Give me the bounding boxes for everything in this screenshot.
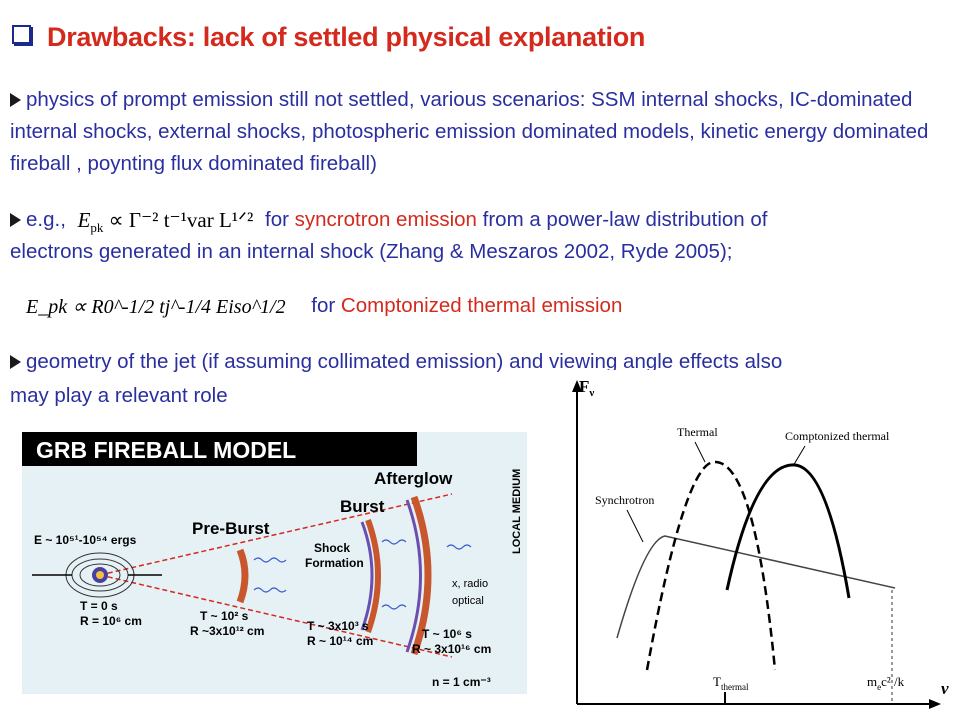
central-engine-core	[96, 571, 104, 579]
t1-label: T ~ 10² s	[200, 609, 249, 623]
bullet-comptonized: E_pk ∝ R0^-1/2 tj^-1/4 Eiso^1/2 for Comp…	[20, 290, 955, 323]
t0-label: T = 0 s	[80, 599, 118, 613]
synchrotron-highlight: syncrotron emission	[294, 208, 477, 231]
slide-heading: Drawbacks: lack of settled physical expl…	[12, 22, 952, 53]
mec2-label: mec² /k	[867, 674, 905, 692]
eq-lhs: E	[77, 208, 91, 232]
t2-label: T ~ 3x10³ s	[307, 619, 369, 633]
bullet2-line2: electrons generated in an internal shock…	[10, 240, 733, 263]
comptonized-label: Comptonized thermal	[785, 429, 890, 443]
bullet-geometry: geometry of the jet (if assuming collima…	[10, 346, 945, 378]
burst-shell-inner	[360, 521, 374, 631]
afterglow-label: Afterglow	[374, 469, 453, 488]
eg-text: e.g.,	[26, 208, 66, 231]
r2-label: R ~ 10¹⁴ cm	[307, 634, 373, 648]
spectrum-figure: Fν ν Thermal Comptonized thermal Synchro…	[565, 370, 960, 720]
for-text-2: for	[311, 294, 336, 317]
r3-label: R ~ 3x10¹⁶ cm	[412, 642, 491, 656]
emission-wave-5	[446, 544, 472, 550]
comptonized-pointer	[792, 445, 806, 467]
grb-fireball-figure: GRB FIREBALL MODEL Pre-Burst Burst After…	[22, 432, 527, 694]
fireball-title: GRB FIREBALL MODEL	[36, 437, 296, 463]
local-medium-label: LOCAL MEDIUM	[511, 469, 523, 554]
bullet1-text: physics of prompt emission still not set…	[10, 88, 929, 175]
bullet2-rest: from a power-law distribution of	[482, 208, 768, 231]
eq-lhs-sub: pk	[90, 220, 104, 236]
cone-lower-line	[99, 574, 453, 658]
arrow-bullet-icon	[10, 213, 21, 227]
spectrum-y-label: Fν	[579, 377, 594, 399]
afterglow-shell-inner	[405, 499, 422, 653]
pre-burst-label: Pre-Burst	[192, 519, 270, 538]
energy-label: E ~ 10⁵¹-10⁵⁴ ergs	[34, 533, 137, 547]
fireball-title-bar	[22, 432, 417, 466]
emission-wave-3	[381, 539, 407, 545]
t-thermal-main: T	[713, 674, 721, 689]
mec2-m: m	[867, 674, 877, 689]
burst-label: Burst	[340, 497, 385, 516]
arrow-bullet-icon	[10, 93, 21, 107]
emission-wave-1	[253, 557, 287, 563]
optical-label: optical	[452, 595, 484, 607]
thermal-label: Thermal	[677, 425, 718, 439]
r1-label: R ~3x10¹² cm	[190, 624, 264, 638]
cone-upper-line	[99, 493, 453, 576]
t-thermal-sub: thermal	[721, 682, 749, 692]
synchrotron-curve	[616, 535, 896, 639]
spectrum-background	[565, 370, 960, 720]
checkbox-bullet-icon	[12, 25, 31, 44]
equation-synchrotron: Epk ∝ Γ⁻² t⁻¹var L¹ᐟ²	[72, 204, 260, 244]
afterglow-shell	[410, 495, 432, 656]
y-axis-arrow-icon	[572, 380, 582, 392]
r0-label: R = 10⁶ cm	[80, 614, 142, 628]
x-axis-arrow-icon	[929, 699, 941, 709]
mec2-rest: c² /k	[881, 674, 905, 689]
bullet-prompt-emission: physics of prompt emission still not set…	[10, 84, 945, 180]
emission-wave-2	[253, 587, 287, 593]
bullet4-line2: may play a relevant role	[10, 384, 228, 407]
for-text: for	[265, 208, 289, 231]
emission-wave-4	[381, 604, 407, 610]
y-label-sub: ν	[588, 387, 594, 399]
bullet-synchrotron: e.g., Epk ∝ Γ⁻² t⁻¹var L¹ᐟ² for syncrotr…	[10, 204, 945, 244]
mec2-sub: e	[877, 682, 881, 692]
synchrotron-label: Synchrotron	[595, 493, 654, 507]
eq-rhs: ∝ Γ⁻² t⁻¹var L¹ᐟ²	[108, 208, 254, 232]
formation-label: Formation	[305, 556, 364, 570]
pre-burst-shell	[236, 548, 249, 604]
field-line-2	[79, 563, 121, 587]
thermal-curve	[645, 460, 777, 671]
density-label: n = 1 cm⁻³	[432, 675, 491, 689]
equation-comptonized: E_pk ∝ R0^-1/2 tj^-1/4 Eiso^1/2	[26, 296, 286, 318]
fireball-background	[22, 432, 527, 694]
burst-shell	[365, 518, 381, 633]
synchrotron-pointer	[626, 509, 644, 543]
thermal-pointer	[694, 441, 706, 463]
t-thermal-label: Tthermal	[713, 674, 749, 692]
shock-label: Shock	[314, 541, 350, 555]
arrow-bullet-icon	[10, 355, 21, 369]
comptonized-highlight: Comptonized thermal emission	[340, 294, 623, 317]
heading-text: Drawbacks: lack of settled physical expl…	[47, 22, 646, 52]
spectrum-x-label: ν	[941, 679, 949, 698]
y-label-main: F	[579, 377, 589, 396]
xray-label: x, radio	[452, 578, 488, 590]
bullet4-line1: geometry of the jet (if assuming collima…	[26, 350, 783, 373]
comptonized-curve	[725, 463, 851, 599]
t3-label: T ~ 10⁶ s	[422, 627, 472, 641]
